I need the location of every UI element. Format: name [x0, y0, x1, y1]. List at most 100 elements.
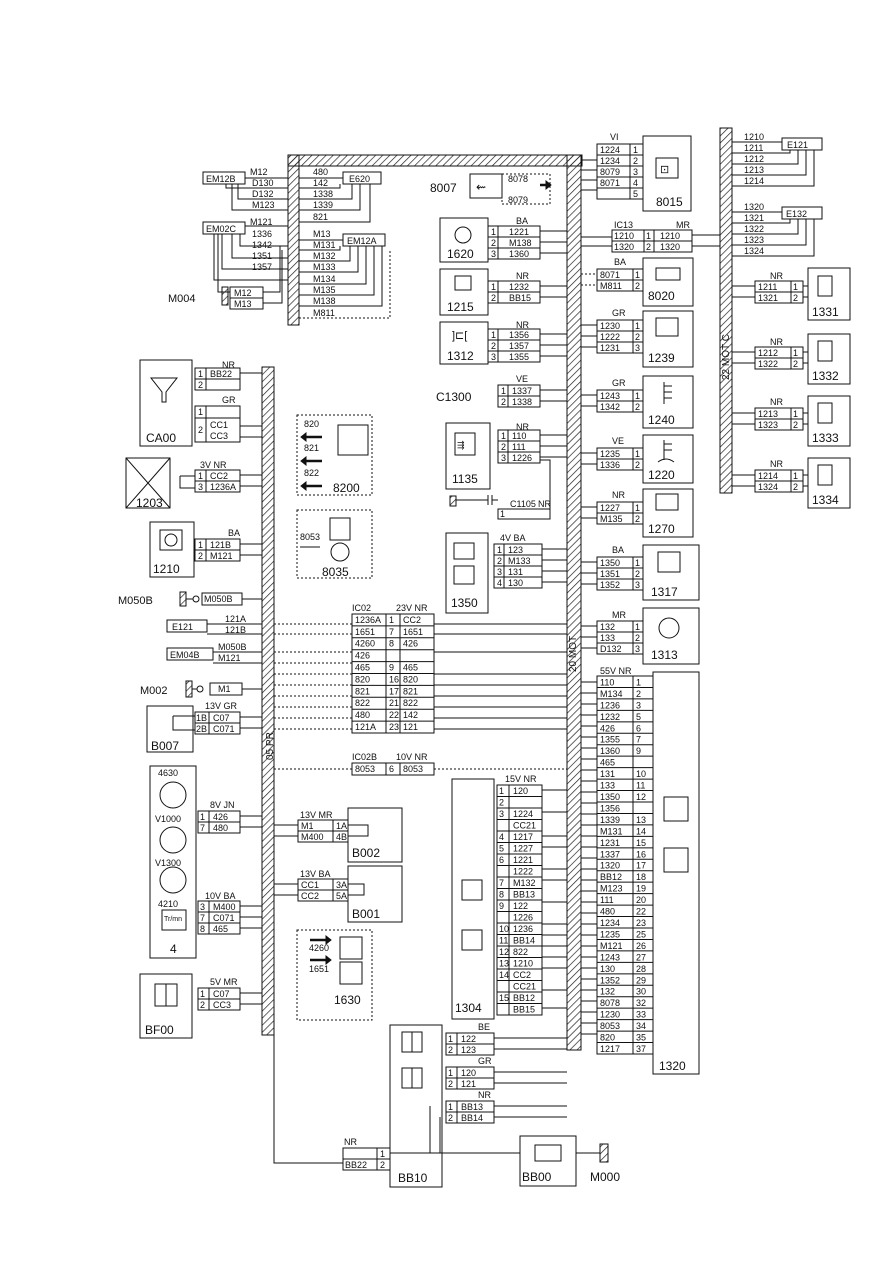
ic02-pin-right: 465 — [403, 663, 418, 673]
c1304-pin-number: 9 — [499, 901, 504, 911]
ic02-pin-right: CC2 — [403, 615, 421, 625]
svg-text:110: 110 — [512, 431, 526, 441]
svg-text:1213: 1213 — [744, 165, 764, 175]
svg-text:3: 3 — [198, 482, 203, 492]
ic02-pin-right: 142 — [403, 710, 418, 720]
svg-text:4: 4 — [633, 178, 638, 188]
svg-text:1: 1 — [793, 409, 798, 419]
svg-text:EM12B: EM12B — [206, 174, 236, 184]
svg-text:1210: 1210 — [153, 562, 180, 576]
c1304-pin-number: 12 — [499, 947, 509, 957]
svg-text:121B: 121B — [210, 540, 231, 550]
c1320-pin-number: 13 — [636, 815, 646, 825]
c1320-pin-number: 14 — [636, 826, 646, 836]
svg-text:VI: VI — [610, 132, 619, 142]
ic02-pin-left: 1236A — [355, 615, 381, 625]
c1320-pin-number: 35 — [636, 1033, 646, 1043]
svg-text:8035: 8035 — [322, 565, 349, 579]
svg-text:3A: 3A — [336, 880, 347, 890]
c1320-pin-wire: 426 — [600, 723, 615, 733]
c1320-pin-wire: 1339 — [600, 815, 620, 825]
svg-text:NR: NR — [344, 1137, 357, 1147]
svg-text:MR: MR — [676, 220, 690, 230]
svg-text:1203: 1203 — [136, 496, 163, 510]
svg-text:1317: 1317 — [651, 585, 678, 599]
svg-text:1321: 1321 — [744, 213, 764, 223]
svg-text:3: 3 — [633, 167, 638, 177]
svg-text:NR: NR — [516, 422, 529, 432]
svg-text:BA: BA — [228, 528, 240, 538]
c1304-pin-wire: 1224 — [513, 809, 533, 819]
ic02-pin-number: 22 — [389, 710, 399, 720]
svg-text:480: 480 — [313, 167, 328, 177]
svg-text:3: 3 — [635, 644, 640, 654]
svg-text:1320: 1320 — [614, 242, 634, 252]
svg-text:6: 6 — [389, 764, 394, 774]
svg-text:2: 2 — [198, 551, 203, 561]
svg-text:121A: 121A — [225, 614, 246, 624]
svg-text:133: 133 — [600, 633, 615, 643]
svg-text:NR: NR — [770, 271, 783, 281]
ground-m004: M004 M12 M13 — [168, 246, 283, 310]
svg-text:1334: 1334 — [812, 493, 839, 507]
svg-text:1323: 1323 — [758, 420, 778, 430]
svg-text:CC3: CC3 — [210, 431, 228, 441]
svg-text:CC1: CC1 — [210, 420, 228, 430]
connector-em12b: EM12B M12 D130 D132 M123 — [202, 167, 288, 211]
svg-text:4260: 4260 — [309, 943, 329, 953]
harness-label-injectors: 22 MOT C — [721, 334, 732, 380]
svg-text:1: 1 — [500, 509, 505, 519]
svg-text:C07: C07 — [213, 713, 230, 723]
svg-text:4630: 4630 — [158, 768, 178, 778]
svg-text:1240: 1240 — [648, 413, 675, 427]
c1304-pin-wire: BB15 — [513, 1005, 535, 1015]
svg-text:2: 2 — [635, 460, 640, 470]
svg-text:3: 3 — [497, 567, 502, 577]
ic02-pin-number: 9 — [389, 663, 394, 673]
svg-text:1338: 1338 — [512, 397, 532, 407]
svg-text:IC02: IC02 — [352, 603, 371, 613]
ic02-pin-left: 821 — [355, 686, 370, 696]
svg-text:M050B: M050B — [204, 594, 233, 604]
c1304-pin-wire: CC21 — [513, 821, 536, 831]
svg-text:1304: 1304 — [455, 1001, 482, 1015]
svg-text:8079: 8079 — [508, 195, 528, 205]
c1320-pin-number: 6 — [636, 723, 641, 733]
c1320-pin-wire: 110 — [600, 677, 614, 687]
svg-text:1210: 1210 — [744, 132, 764, 142]
svg-text:BB22: BB22 — [345, 1160, 367, 1170]
svg-text:BB15: BB15 — [509, 293, 531, 303]
c1320-pin-number: 29 — [636, 975, 646, 985]
ic02-pin-right: 820 — [403, 674, 418, 684]
svg-text:BB22: BB22 — [210, 369, 232, 379]
svg-text:1A: 1A — [336, 821, 347, 831]
svg-text:8071: 8071 — [600, 178, 620, 188]
svg-text:1312: 1312 — [447, 349, 474, 363]
svg-text:111: 111 — [512, 442, 526, 452]
svg-text:EM02C: EM02C — [206, 224, 237, 234]
c1320-pin-wire: 133 — [600, 781, 615, 791]
c1304-pin-wire: 1222 — [513, 867, 533, 877]
c1304-pin-wire: BB14 — [513, 936, 535, 946]
svg-text:2: 2 — [633, 156, 638, 166]
svg-text:C071: C071 — [213, 724, 235, 734]
svg-text:1: 1 — [198, 369, 203, 379]
svg-text:1215: 1215 — [447, 300, 474, 314]
svg-text:1231: 1231 — [600, 343, 620, 353]
svg-text:2: 2 — [635, 514, 640, 524]
svg-text:2: 2 — [793, 482, 798, 492]
svg-text:2: 2 — [491, 238, 496, 248]
c1320-pin-wire: M121 — [600, 941, 623, 951]
svg-text:BA: BA — [516, 216, 528, 226]
svg-text:1332: 1332 — [812, 369, 839, 383]
c1320-pin-number: 20 — [636, 895, 646, 905]
c1304-pin-wire: 1226 — [513, 913, 533, 923]
c1320-pin-wire: M123 — [600, 884, 623, 894]
c1304-pin-wire: CC21 — [513, 982, 536, 992]
c1320-pin-wire: 131 — [600, 769, 615, 779]
svg-text:1: 1 — [501, 431, 506, 441]
svg-text:1352: 1352 — [600, 580, 620, 590]
